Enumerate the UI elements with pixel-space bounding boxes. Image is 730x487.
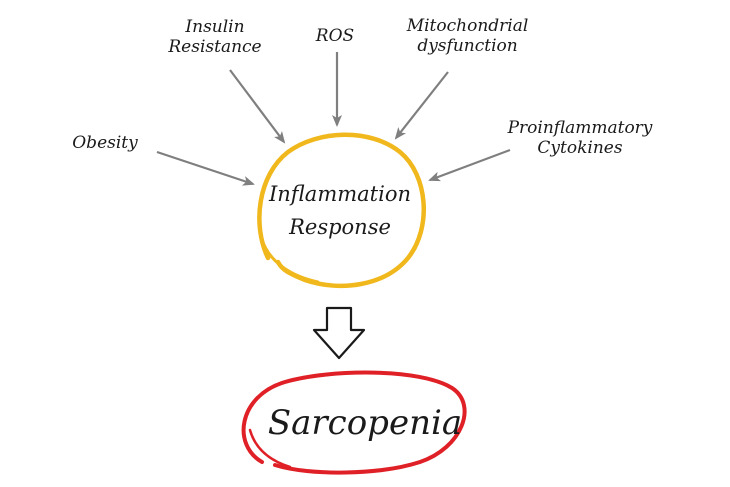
label-insulin-line1: Insulin [185,17,245,37]
label-inflammation-line2: Response [289,214,391,239]
arrow-cytokines-to-center [428,148,511,182]
label-mito-line1: Mitochondrial [406,16,529,36]
label-obesity: Obesity [72,133,138,153]
arrow-insulin-to-center [229,69,286,144]
label-proinf-line2: Cytokines [537,138,623,159]
inflammation-ring-overlap [260,238,320,284]
down-arrow-icon [312,306,366,360]
sarcopenia-ring-overlap [248,428,292,469]
label-inflammation-response: Inflammation Response [240,178,440,243]
sarcopenia-ring [241,370,467,475]
label-mitochondrial-dysfunction: Mitochondrial dysfunction [385,16,550,57]
label-mito-line2: dysfunction [417,36,518,57]
label-ros: ROS [315,26,355,46]
label-sarcopenia: Sarcopenia [267,403,463,443]
label-insulin-resistance: Insulin Resistance [150,17,280,58]
label-inflammation-line1: Inflammation [268,182,412,206]
label-proinf-line1: Proinflammatory [507,118,653,138]
label-insulin-line2: Resistance [168,37,262,58]
label-proinflammatory-cytokines: Proinflammatory Cytokines [480,118,680,159]
arrow-mito-to-center [394,71,449,140]
arrow-obesity-to-center [156,150,255,186]
